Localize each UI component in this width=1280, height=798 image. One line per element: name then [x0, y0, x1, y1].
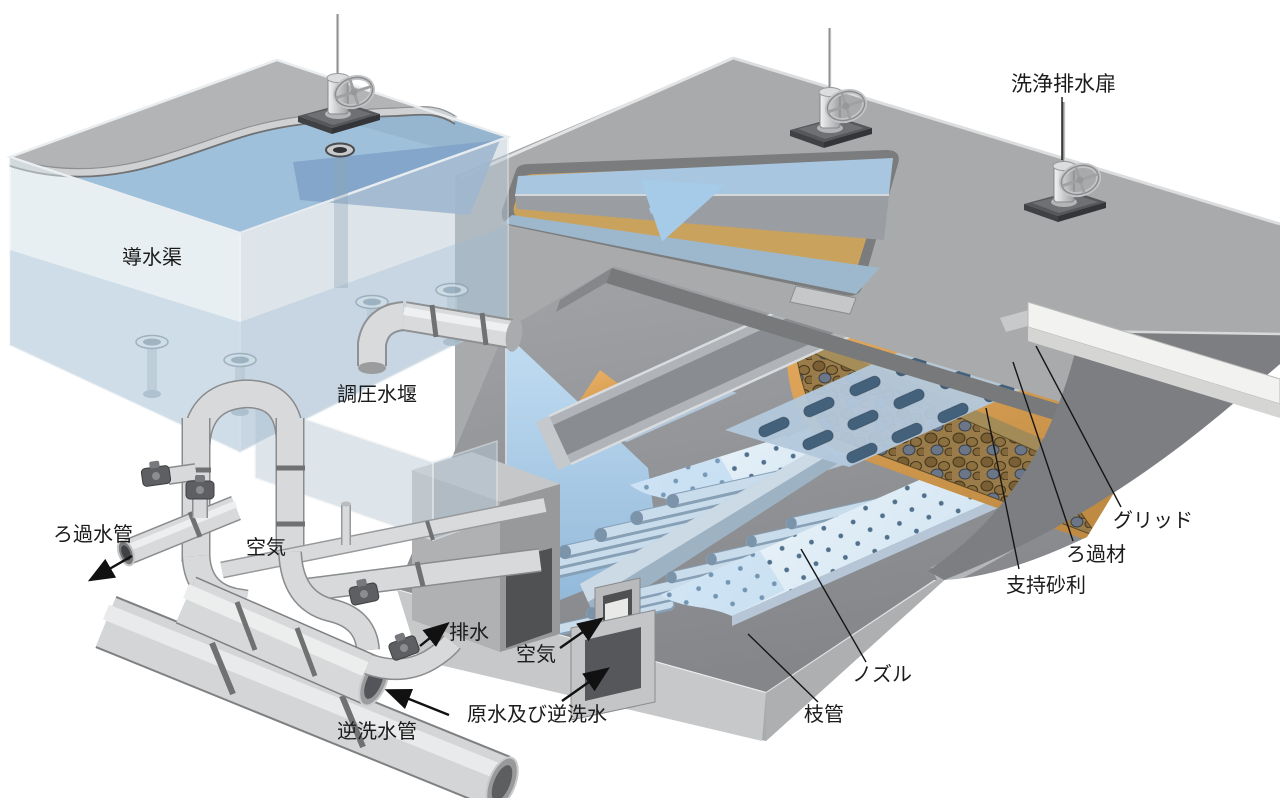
label-filter-media: ろ過材 — [1066, 542, 1126, 566]
pipe-manifold — [95, 379, 547, 798]
filter-basin — [396, 28, 1280, 741]
arrow-filtered-water — [87, 554, 133, 582]
drain-pipe — [364, 628, 461, 681]
label-drain: 排水 — [449, 620, 489, 644]
label-grid: グリッド — [1113, 508, 1193, 532]
leader-support-gravel — [985, 407, 1020, 570]
arrow-drain — [419, 621, 450, 647]
label-raw-and-backwash-water: 原水及び逆洗水 — [467, 702, 607, 726]
label-nozzle: ノズル — [852, 662, 912, 686]
air-pipe — [220, 496, 547, 579]
leader-branch-pipe — [747, 633, 819, 703]
deck-step — [789, 285, 857, 315]
inlet-pipe — [357, 301, 523, 374]
influent-channel — [501, 150, 899, 296]
filtered-water-pipe — [116, 474, 241, 567]
label-conduit-channel: 導水渠 — [122, 245, 182, 269]
label-backwash-pipe: 逆洗水管 — [337, 719, 417, 743]
leader-nozzle — [800, 548, 867, 663]
arrow-raw-water — [561, 667, 610, 702]
conduit-tank — [6, 14, 560, 652]
label-branch-pipe: 枝管 — [804, 702, 844, 726]
label-filtered-water-pipe: ろ過水管 — [53, 522, 133, 546]
arrow-air-center — [559, 617, 604, 649]
labels: 導水渠 調圧水堰 ろ過水管 空気 排水 逆洗水管 空気 原水及び逆洗水 枝管 ノ… — [53, 72, 1193, 743]
label-support-gravel: 支持砂利 — [1006, 573, 1086, 597]
flow-annotations — [87, 554, 610, 717]
wash-gate-slab — [1000, 301, 1280, 418]
leader-filter-media — [1012, 361, 1074, 542]
flow-arrow-influent — [640, 179, 726, 242]
arrow-backwash — [384, 688, 450, 717]
outer-wall — [928, 331, 1280, 580]
label-air-left: 空気 — [246, 535, 286, 559]
label-pressure-weir: 調圧水堰 — [337, 382, 417, 406]
leader-lines — [747, 97, 1122, 703]
label-air-center: 空気 — [516, 642, 556, 666]
basin-opening-rim — [556, 268, 1150, 447]
central-channel — [580, 444, 840, 620]
large-pipe-lower — [95, 596, 519, 798]
top-slab — [10, 60, 508, 173]
label-wash-drain-gate: 洗浄排水扉 — [1011, 72, 1116, 96]
leader-grid — [1035, 345, 1122, 508]
weir-plate — [8, 106, 458, 178]
